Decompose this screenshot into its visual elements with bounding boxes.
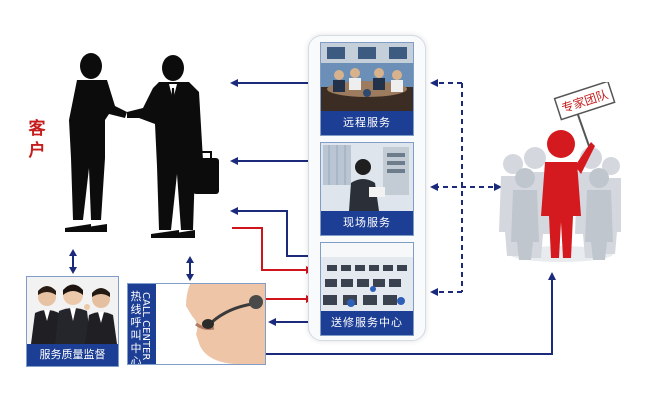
- quality-team-image: [27, 277, 118, 344]
- quality-monitoring-label: 服务质量监督: [27, 344, 118, 366]
- handshake-icon: [65, 53, 219, 238]
- expert-team-icon: 专家团队: [499, 82, 621, 262]
- hotline-en-label: CALL CENTER: [140, 292, 151, 361]
- hotline-strip: 热线呼叫中心 CALL CENTER: [128, 284, 156, 364]
- quality-monitoring-card[interactable]: 服务质量监督: [26, 276, 119, 367]
- customer-label: 客户: [28, 119, 46, 161]
- arrow-repair-to-customer: [230, 207, 318, 257]
- repair-center-card[interactable]: 送修服务中心: [320, 242, 414, 336]
- onsite-technician-image: [321, 143, 413, 211]
- remote-service-card[interactable]: 远程服务: [320, 42, 414, 136]
- double-arrow-quality: [69, 249, 77, 274]
- arrow-hotline-to-experts: [265, 272, 556, 355]
- double-arrow-hotline: [186, 256, 194, 281]
- remote-service-label: 远程服务: [321, 111, 413, 135]
- video-conference-image: [321, 43, 413, 111]
- arrow-customer-to-repair: [232, 227, 314, 274]
- repair-center-image: [321, 243, 413, 311]
- hotline-cn-label: 热线呼叫中心: [130, 290, 142, 365]
- hotline-call-center-card[interactable]: 热线呼叫中心 CALL CENTER: [127, 283, 266, 365]
- onsite-service-label: 现场服务: [321, 211, 413, 235]
- repair-center-label: 送修服务中心: [321, 311, 413, 335]
- hotline-en-wrap: CALL CENTER: [139, 292, 151, 364]
- headset-operator-image: [156, 284, 265, 364]
- onsite-service-card[interactable]: 现场服务: [320, 142, 414, 236]
